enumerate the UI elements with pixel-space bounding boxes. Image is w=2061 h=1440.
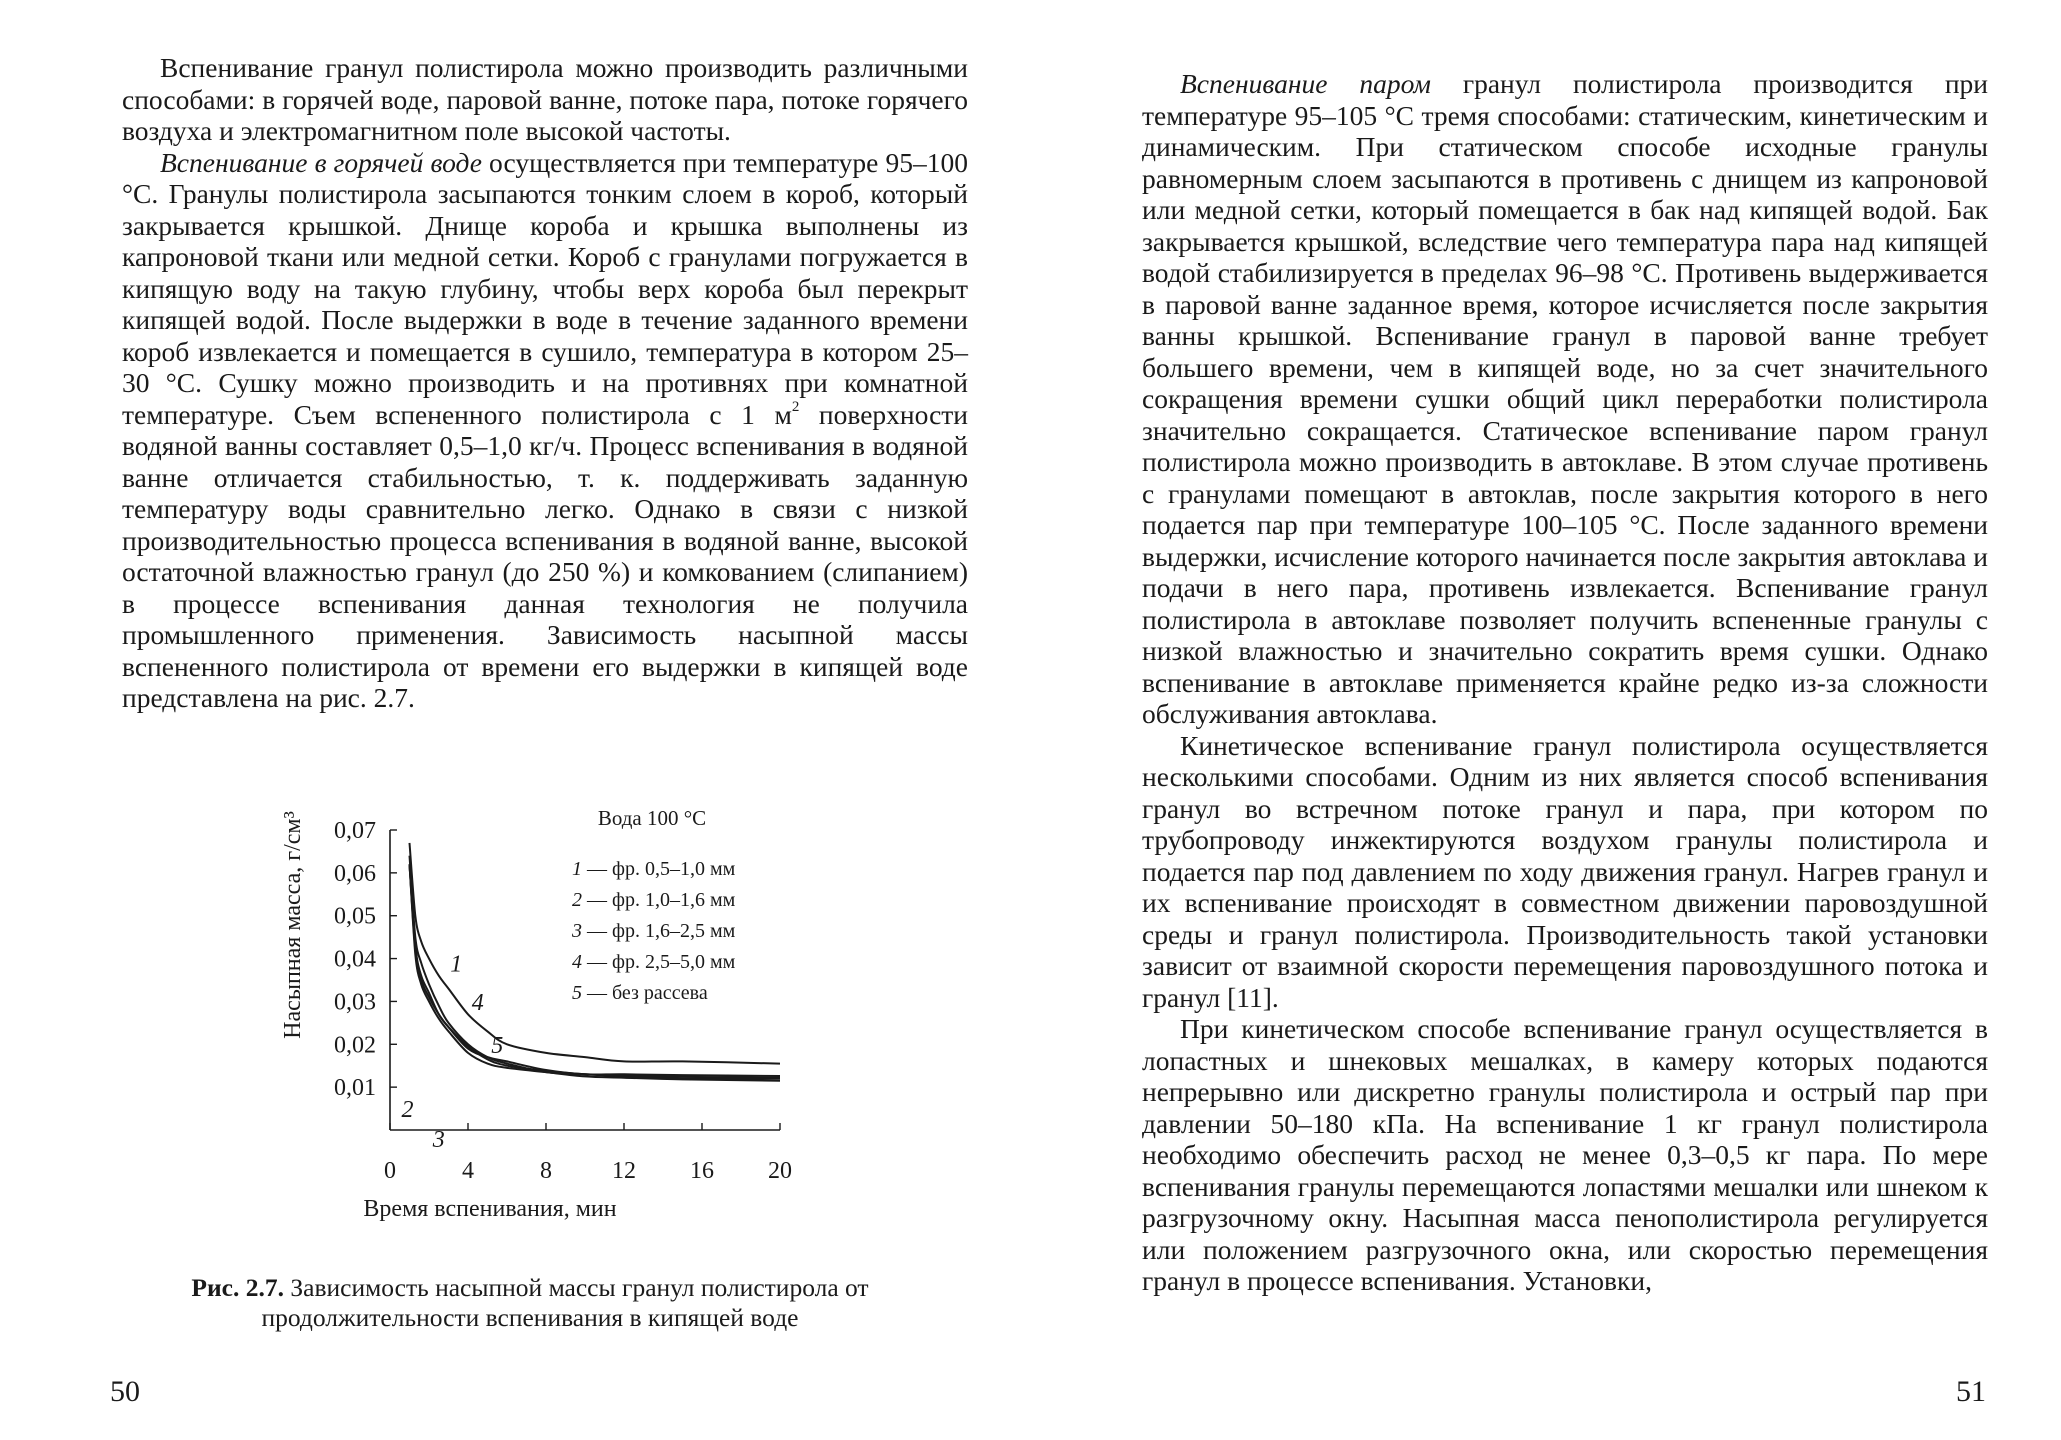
chart-legend: 1 — фр. 0,5–1,0 мм2 — фр. 1,0–1,6 мм3 — … [571,858,736,1004]
right-text-column: Вспенивание паром гранул полистирола про… [1142,68,1988,1297]
legend-entry-text: — фр. 1,0–1,6 мм [582,889,736,911]
left-paragraph-2-lead: Вспенивание в горячей воде [160,146,482,178]
y-tick-label: 0,04 [334,947,376,973]
legend-entry-number: 1 [572,858,582,880]
legend-entry-text: — фр. 2,5–5,0 мм [582,951,736,973]
left-paragraph-2: Вспенивание в горячей воде осуществляетс… [122,147,968,714]
legend-entry-2: 2 — фр. 1,0–1,6 мм [572,889,736,911]
right-paragraph-2: Кинетическое вспенивание гранул полистир… [1142,729,1988,1013]
x-tick-label: 20 [768,1158,792,1184]
chart-title: Вода 100 °С [598,806,706,830]
legend-entry-text: — фр. 0,5–1,0 мм [582,858,736,880]
left-page: Вспенивание гранул полистирола можно про… [0,0,1030,1440]
right-paragraph-1-lead: Вспенивание паром [1180,68,1431,99]
x-axis-label: Время вспенивания, мин [363,1196,616,1222]
y-tick-label: 0,07 [334,818,376,844]
legend-entry-number: 4 [572,951,582,973]
curve-label-4: 4 [472,990,484,1016]
left-text-column: Вспенивание гранул полистирола можно про… [122,52,968,714]
x-tick-label: 12 [612,1158,636,1184]
right-page: Вспенивание паром гранул полистирола про… [1030,0,2061,1440]
legend-entry-number: 3 [571,920,582,942]
legend-entry-3: 3 — фр. 1,6–2,5 мм [571,920,736,942]
legend-entry-number: 2 [572,889,582,911]
left-paragraph-2-text2: поверхности водяной ванны составляет 0,5… [122,398,969,714]
figure-caption-number: Рис. 2.7. [191,1273,284,1302]
page-number-left: 50 [110,1375,140,1408]
right-paragraph-1-text: гранул полистирола производится при темп… [1142,68,1989,729]
legend-entry-5: 5 — без рассева [572,982,708,1004]
x-tick-label: 8 [540,1158,552,1184]
figure-caption-text: Зависимость насыпной массы гранул полист… [261,1273,869,1332]
x-tick-label: 0 [384,1158,396,1184]
curve-label-2: 2 [402,1097,414,1123]
y-tick-label: 0,01 [334,1075,376,1101]
page-number-right: 51 [1956,1375,1986,1408]
x-tick-label: 16 [690,1158,714,1184]
legend-entry-number: 5 [572,982,582,1004]
y-tick-label: 0,06 [334,861,376,887]
right-paragraph-3: При кинетическом способе вспенивание гра… [1142,1013,1988,1296]
legend-entry-text: — без рассева [582,982,708,1004]
series-line-5 [408,864,781,1079]
y-tick-label: 0,02 [334,1032,376,1058]
curve-label-5: 5 [491,1033,503,1059]
y-tick-label: 0,03 [334,989,376,1015]
left-paragraph-2-sup: 2 [791,399,800,416]
series-line-1 [408,842,781,1065]
legend-entry-1: 1 — фр. 0,5–1,0 мм [572,858,736,880]
curve-label-1: 1 [450,951,462,977]
series-line-3 [408,864,781,1082]
x-tick-label: 4 [462,1158,474,1184]
legend-entry-4: 4 — фр. 2,5–5,0 мм [572,951,736,973]
left-paragraph-2-text: осуществляется при температуре 95–100 °С… [122,146,968,430]
right-paragraph-1: Вспенивание паром гранул полистирола про… [1142,68,1988,730]
left-paragraph-1: Вспенивание гранул полистирола можно про… [122,52,968,146]
figure-caption: Рис. 2.7. Зависимость насыпной массы гра… [150,1273,910,1333]
y-axis-label: Насыпная масса, г/см³ [280,811,306,1039]
curve-label-3: 3 [432,1127,445,1153]
y-tick-label: 0,05 [334,904,376,930]
legend-entry-text: — фр. 1,6–2,5 мм [582,920,736,942]
